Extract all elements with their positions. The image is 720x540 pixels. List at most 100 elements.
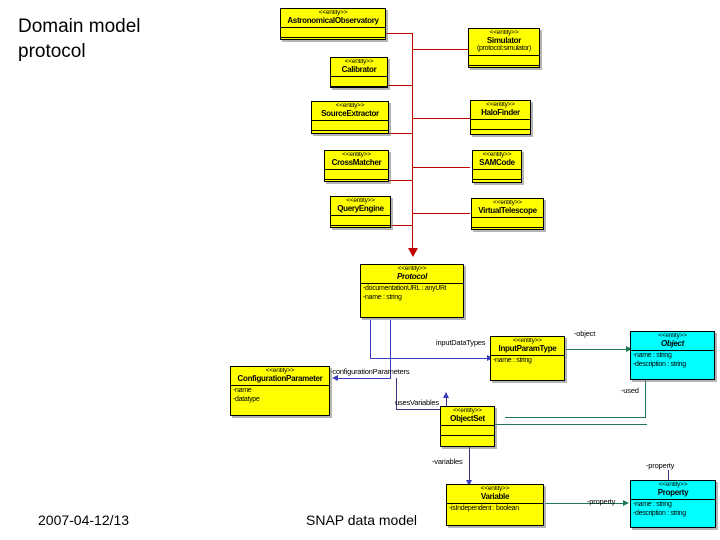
class-cross-matcher[interactable]: <<entity>> CrossMatcher xyxy=(324,150,389,182)
compartment-separator xyxy=(491,355,564,357)
generalization-branch-source-extractor xyxy=(389,133,413,134)
class-name: SAMCode xyxy=(479,158,515,167)
class-name: Simulator xyxy=(486,36,522,45)
class-property[interactable]: <<entity>> Property -name : string -desc… xyxy=(630,480,716,528)
compartment-separator xyxy=(361,283,463,285)
page-title: Domain model protocol xyxy=(18,16,141,62)
class-header: <<entity>> AstronomicalObservatory xyxy=(281,9,385,27)
class-virtual-telescope[interactable]: <<entity>> VirtualTelescope xyxy=(471,198,544,230)
edge-protocol-config-horizontal xyxy=(338,378,391,379)
compartment-separator xyxy=(312,120,388,122)
edge-input-object-horizontal xyxy=(566,349,629,350)
compartment-separator xyxy=(471,129,530,131)
compartment-separator xyxy=(441,435,494,437)
edge-variable-property-horizontal xyxy=(545,503,625,504)
edge-variable-property-arrowhead xyxy=(623,500,629,506)
class-name: Object xyxy=(660,339,685,348)
class-variable[interactable]: <<entity>> Variable -isIndependent : boo… xyxy=(446,484,544,526)
compartment-separator xyxy=(472,217,543,219)
class-header: <<entity>> SourceExtractor xyxy=(312,102,388,120)
operations-compartment xyxy=(325,180,388,189)
edge-label-variables: -variables xyxy=(432,457,463,466)
generalization-branch-query-engine xyxy=(388,225,413,226)
edge-input-object-arrowhead xyxy=(626,346,632,352)
class-name: Variable xyxy=(480,492,510,501)
compartment-separator xyxy=(473,179,521,181)
class-stereotype: <<entity>> xyxy=(658,333,687,339)
class-source-extractor[interactable]: <<entity>> SourceExtractor xyxy=(311,101,389,134)
class-name: SourceExtractor xyxy=(321,109,379,118)
compartment-separator xyxy=(631,499,715,501)
class-name: Property xyxy=(657,488,689,497)
class-name: InputParamType xyxy=(498,344,557,353)
edge-uses-variables-horizontal xyxy=(396,409,450,410)
edge-uses-variables-vertical xyxy=(396,378,397,410)
compartment-separator xyxy=(325,169,388,171)
edge-variables-arrowhead xyxy=(466,480,472,486)
compartment-separator xyxy=(281,37,385,39)
operations-compartment xyxy=(331,226,390,235)
class-sam-code[interactable]: <<entity>> SAMCode xyxy=(472,150,522,183)
edge-label-input-data-types: inputDataTypes xyxy=(436,338,486,347)
class-stereotype: <<entity>> xyxy=(658,482,688,488)
edge-objectset-top-arrowhead xyxy=(443,392,449,398)
generalization-branch-observatory xyxy=(386,33,413,34)
attributes-compartment xyxy=(441,426,494,435)
operations-compartment xyxy=(281,38,385,47)
generalization-branch-cross-matcher xyxy=(388,180,413,181)
class-astronomical-observatory[interactable]: <<entity>> AstronomicalObservatory xyxy=(280,8,386,40)
class-header: <<entity>> Property xyxy=(631,481,715,499)
attributes-compartment xyxy=(312,121,388,130)
edge-protocol-input-horizontal xyxy=(370,358,490,359)
class-object[interactable]: <<entity>> Object -name : string -descri… xyxy=(630,331,715,380)
class-name: ConfigurationParameter xyxy=(237,374,323,383)
class-object-set[interactable]: <<entity>> ObjectSet xyxy=(440,406,495,447)
attributes-compartment xyxy=(325,170,388,179)
generalization-branch-halo-finder xyxy=(412,118,470,119)
compartment-separator xyxy=(331,215,390,217)
class-name: VirtualTelescope xyxy=(478,206,537,215)
generalization-branch-simulator xyxy=(412,49,470,50)
class-simulator[interactable]: <<entity>> Simulator (protocol:simulator… xyxy=(468,28,540,68)
compartment-separator xyxy=(231,385,329,387)
class-header: <<entity>> QueryEngine xyxy=(331,197,390,215)
class-stereotype: <<entity>> xyxy=(397,266,427,272)
attributes-compartment: -isIndependent : boolean xyxy=(449,505,519,513)
class-protocol[interactable]: <<entity>> Protocol -documentationURL : … xyxy=(360,264,464,318)
edge-property-top-vertical xyxy=(668,470,669,482)
compartment-separator xyxy=(331,76,387,78)
class-query-engine[interactable]: <<entity>> QueryEngine xyxy=(330,196,391,228)
attributes-compartment: -name : string xyxy=(493,357,532,365)
generalization-branch-sam-code xyxy=(412,167,470,168)
compartment-separator xyxy=(331,225,390,227)
attributes-compartment xyxy=(473,170,521,179)
class-header: <<entity>> SAMCode xyxy=(473,151,521,169)
class-stereotype: <<entity>> xyxy=(342,152,371,158)
edge-variables-vertical xyxy=(469,447,470,484)
edge-object-used-vertical xyxy=(645,380,646,417)
attributes-compartment xyxy=(469,56,539,65)
edge-label-configuration-parameters: -configurationParameters xyxy=(330,367,410,376)
attributes-compartment: -name -datatype xyxy=(233,387,260,403)
class-halo-finder[interactable]: <<entity>> HaloFinder xyxy=(470,100,531,135)
compartment-separator xyxy=(325,179,388,181)
class-header: <<entity>> InputParamType xyxy=(491,337,564,355)
class-header: <<entity>> ObjectSet xyxy=(441,407,494,425)
class-header: <<entity>> ConfigurationParameter xyxy=(231,367,329,385)
class-configuration-parameter[interactable]: <<entity>> ConfigurationParameter -name … xyxy=(230,366,330,416)
compartment-separator xyxy=(281,27,385,29)
operations-compartment xyxy=(473,180,521,189)
edge-label-object: -object xyxy=(574,329,596,338)
class-name: Calibrator xyxy=(341,65,377,74)
edge-objectset-top-vertical xyxy=(446,393,447,412)
class-header: <<entity>> CrossMatcher xyxy=(325,151,388,169)
class-input-param-type[interactable]: <<entity>> InputParamType -name : string xyxy=(490,336,565,381)
class-protocol-binding: (protocol:simulator) xyxy=(477,45,531,53)
operations-compartment xyxy=(472,228,543,237)
compartment-separator xyxy=(469,64,539,66)
class-stereotype: <<entity>> xyxy=(318,10,348,16)
attributes-compartment: -name : string -description : string xyxy=(633,352,686,368)
compartment-separator xyxy=(472,227,543,229)
class-calibrator[interactable]: <<entity>> Calibrator xyxy=(330,57,388,88)
class-stereotype: <<entity>> xyxy=(344,59,374,65)
